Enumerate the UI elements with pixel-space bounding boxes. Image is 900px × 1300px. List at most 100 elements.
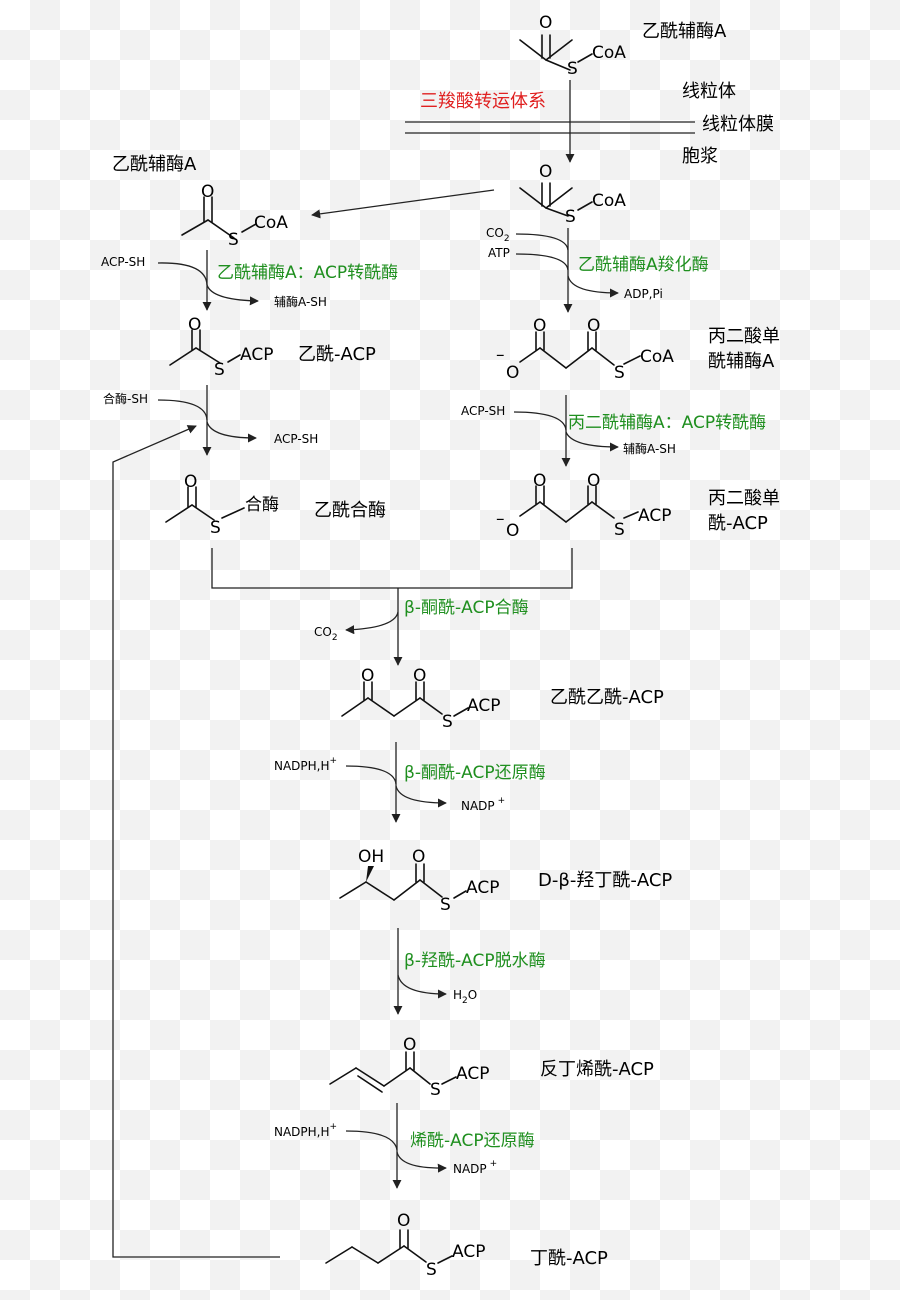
arrow-coa-sh-out xyxy=(206,284,259,306)
arrow-nadp-out xyxy=(395,785,447,808)
atom-acp: ACP xyxy=(456,1064,489,1084)
atom-s: S xyxy=(567,59,578,79)
atom-s: S xyxy=(430,1080,441,1100)
atom-coa: CoA xyxy=(254,213,288,233)
atom-o: O xyxy=(506,363,519,383)
atom-acp: ACP xyxy=(466,878,499,898)
atom-s: S xyxy=(214,360,225,380)
cofactor-nadph-2: NADPH,H+ xyxy=(274,1122,337,1139)
acetoacetyl-acp-molecule: O O S ACP xyxy=(341,666,500,732)
cofactor-nadp: NADP+ xyxy=(461,796,505,813)
acetyl-coa-cyto-molecule: O S CoA xyxy=(519,162,626,227)
hydroxybutyryl-acp-molecule: OH O S ACP xyxy=(339,847,499,915)
enzyme-ks: β-酮酰-ACP合酶 xyxy=(404,598,529,618)
arrow-nadp-2-out xyxy=(396,1151,447,1173)
cofactor-coa-sh: 辅酶A-SH xyxy=(274,294,327,309)
atom-o: O xyxy=(539,13,552,33)
enzyme-dh: β-羟酰-ACP脱水酶 xyxy=(404,951,546,971)
condensation-join-line xyxy=(211,548,573,589)
atom-coa: CoA xyxy=(640,347,674,367)
atom-coa: CoA xyxy=(592,43,626,63)
malonyl-coa-molecule: O O – O S CoA xyxy=(496,316,674,383)
label-mitochondria: 线粒体 xyxy=(682,81,736,102)
atom-acp: ACP xyxy=(452,1242,485,1262)
atom-o: O xyxy=(188,315,201,335)
label-acetyl-synthase: 乙酰合酶 xyxy=(314,500,386,521)
atom-o: O xyxy=(361,666,374,686)
enzyme-er: 烯酰-ACP还原酶 xyxy=(410,1131,535,1151)
atom-s: S xyxy=(442,712,453,732)
atom-acp: ACP xyxy=(467,696,500,716)
label-acetoacetyl-acp: 乙酰乙酰-ACP xyxy=(550,687,664,708)
arrow-atp-in xyxy=(515,253,569,271)
atom-oh: OH xyxy=(358,847,384,867)
acetyl-coa-left-molecule: O S CoA xyxy=(181,182,288,250)
acetyl-coa-mito-molecule: O S CoA xyxy=(519,13,626,79)
arrow-to-left-branch xyxy=(311,189,495,219)
butyryl-acp-molecule: O S ACP xyxy=(325,1211,485,1280)
label-malonyl-coa-2: 酰辅酶A xyxy=(708,351,775,372)
arrow-adp-out xyxy=(567,275,619,298)
atom-o: O xyxy=(539,162,552,182)
label-malonyl-acp-2: 酰-ACP xyxy=(708,513,768,534)
atom-o: O xyxy=(413,666,426,686)
atom-o: O xyxy=(403,1035,416,1055)
arrow-recycle-loop xyxy=(112,425,280,1258)
label-malonyl-coa-1: 丙二酸单 xyxy=(708,326,780,347)
atom-o: O xyxy=(184,472,197,492)
cofactor-co2: CO2 xyxy=(486,226,510,244)
arrow-acp-sh-right-in xyxy=(513,411,567,431)
arrow-nadph-2-in xyxy=(345,1130,398,1151)
arrow-co2-in xyxy=(515,233,569,251)
arrow-co2-out xyxy=(345,611,399,635)
label-acetyl-coa-top: 乙酰辅酶A xyxy=(642,21,727,42)
atom-o: O xyxy=(587,471,600,491)
label-hydroxybutyryl-acp: D-β-羟丁酰-ACP xyxy=(538,870,672,891)
cofactor-nadph: NADPH,H+ xyxy=(274,756,337,773)
arrow-coa-sh-right-out xyxy=(565,431,619,452)
enzyme-acc: 乙酰辅酶A羧化酶 xyxy=(578,255,709,275)
atom-acp: ACP xyxy=(240,345,273,365)
acetyl-acp-molecule: O S ACP xyxy=(169,315,273,380)
atom-s: S xyxy=(440,895,451,915)
atom-minus: – xyxy=(496,509,505,529)
atom-s: S xyxy=(426,1260,437,1280)
atom-s: S xyxy=(614,520,625,540)
label-acetyl-acp: 乙酰-ACP xyxy=(298,344,376,365)
cofactor-nadp-2: NADP+ xyxy=(453,1159,497,1176)
label-cytoplasm: 胞浆 xyxy=(682,146,718,167)
enzyme-acetyl-transacylase: 乙酰辅酶A：ACP转酰酶 xyxy=(217,263,398,283)
atom-enzyme: 合酶 xyxy=(245,495,279,515)
atom-minus: – xyxy=(496,345,505,365)
enzyme-malonyl-transacylase: 丙二酰辅酶A：ACP转酰酶 xyxy=(568,413,766,433)
atom-o: O xyxy=(412,847,425,867)
cofactor-acp-sh-right: ACP-SH xyxy=(461,404,505,418)
label-crotonyl-acp: 反丁烯酰-ACP xyxy=(540,1059,654,1080)
atom-o: O xyxy=(397,1211,410,1231)
arrow-water-out xyxy=(397,974,447,999)
atom-s: S xyxy=(210,518,221,538)
cofactor-adp-pi: ADP,Pi xyxy=(624,287,663,301)
arrow-acp-sh-in xyxy=(157,262,208,286)
atom-o: O xyxy=(533,471,546,491)
cofactor-co2-out: CO2 xyxy=(314,625,338,643)
enzyme-kr: β-酮酰-ACP还原酶 xyxy=(404,763,546,783)
crotonyl-acp-molecule: O S ACP xyxy=(329,1035,489,1100)
label-malonyl-acp-1: 丙二酸单 xyxy=(708,488,780,509)
atom-s: S xyxy=(228,230,239,250)
atom-acp: ACP xyxy=(638,506,671,526)
cofactor-atp: ATP xyxy=(488,246,510,260)
arrow-synthase-sh-in xyxy=(157,399,208,421)
malonyl-acp-molecule: O O – O S ACP xyxy=(496,471,671,541)
atom-s: S xyxy=(565,207,576,227)
atom-o: O xyxy=(506,521,519,541)
label-mito-membrane: 线粒体膜 xyxy=(702,114,774,135)
label-acetyl-coa-left: 乙酰辅酶A xyxy=(112,154,197,175)
atom-o: O xyxy=(533,316,546,336)
atom-o: O xyxy=(587,316,600,336)
arrow-nadph-in xyxy=(345,765,397,785)
cofactor-water: H2O xyxy=(453,988,477,1006)
cofactor-synthase-sh: 合酶-SH xyxy=(103,391,148,406)
atom-s: S xyxy=(614,363,625,383)
